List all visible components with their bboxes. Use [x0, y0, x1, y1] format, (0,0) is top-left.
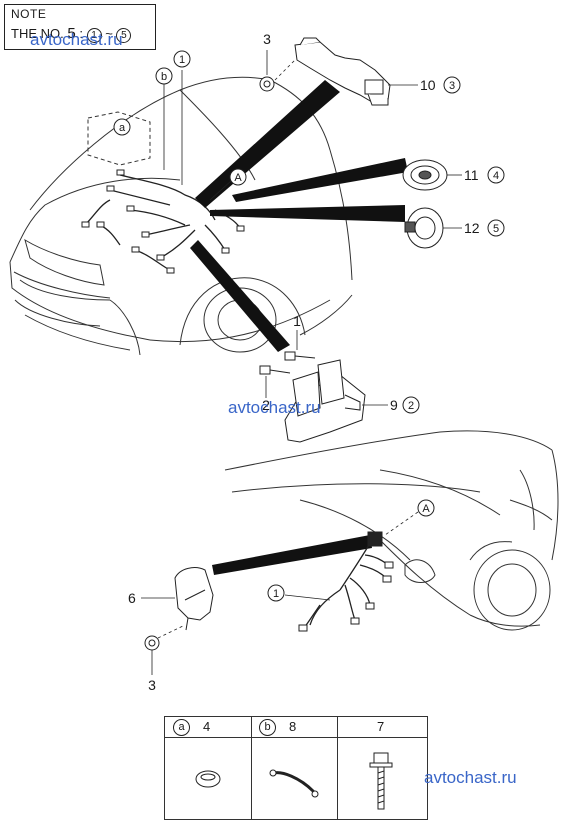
callout-10-ref-circle: [443, 76, 461, 94]
parts-legend-table: a 4 b 8 7: [164, 716, 428, 820]
callout-A-bot-circle: [417, 499, 435, 517]
callout-10: 10: [420, 77, 436, 93]
note-title: NOTE: [11, 7, 47, 21]
callout-9: 9: [390, 397, 398, 413]
bottom-car-outline: [224, 430, 559, 631]
callout-3-top: 3: [263, 31, 271, 47]
watermark-bottom: avtochast.ru: [424, 768, 517, 787]
legend-col2-num: 8: [289, 719, 297, 734]
callout-a: a: [119, 122, 126, 134]
leader-A-top: [209, 179, 233, 201]
callout-A-bot: A: [422, 503, 430, 515]
callout-1-top-circle: [173, 50, 191, 68]
legend-col-1: a 4: [165, 717, 252, 819]
callout-1-bot: 1: [273, 588, 279, 600]
callout-9-ref: 2: [408, 400, 414, 412]
legend-header: [165, 717, 427, 738]
note-tilde: ~: [105, 26, 113, 41]
leader-bands-top: [190, 80, 408, 352]
callout-6: 6: [128, 590, 136, 606]
part-1-bolt-mid: [284, 351, 316, 361]
legend-col1-ref: a: [173, 719, 190, 736]
leader-3-bot-dash: [157, 624, 186, 639]
top-harness-connectors: [81, 169, 245, 274]
note-digit: 5: [67, 25, 76, 42]
grommet-icon: [195, 770, 221, 788]
callout-2-mid: 2: [262, 397, 270, 413]
watermark-top: avtochast.ru: [30, 30, 123, 49]
note-range-from: 1: [86, 28, 102, 43]
callout-12-ref-circle: [487, 219, 505, 237]
callout-b-circle: [155, 67, 173, 85]
callout-1-bot-circle: [267, 584, 285, 602]
callout-11: 11: [464, 167, 479, 183]
part-3-nut-top: [259, 76, 275, 92]
part-3-nut-bottom: [144, 635, 160, 651]
callout-A-top: A: [234, 172, 242, 184]
legend-col2-ref: b: [259, 719, 276, 736]
note-range-to: 5: [116, 28, 132, 43]
callout-3-bot: 3: [148, 677, 156, 693]
note-line: THE NO. 5 : 1 ~ 5: [11, 25, 132, 43]
watermark-mid: avtochast.ru: [228, 398, 321, 417]
part-9-bracket: [284, 359, 366, 443]
callout-11-ref: 4: [493, 170, 499, 182]
note-colon: :: [79, 26, 83, 41]
bolt-icon: [369, 752, 393, 810]
legend-col-2: b 8: [251, 717, 338, 819]
strap-icon: [269, 769, 319, 798]
callout-10-ref: 3: [449, 80, 455, 92]
leader-band-bottom: [212, 535, 372, 575]
part-6-bracket: [174, 567, 214, 631]
leader-3-top-dash: [274, 59, 296, 81]
leader-A-bot: [384, 511, 419, 536]
top-car-outline: [9, 76, 353, 356]
legend-col3-num: 7: [377, 719, 385, 734]
callout-A-top-circle: [229, 168, 247, 186]
note-box: NOTE THE NO. 5 : 1 ~ 5: [4, 4, 156, 50]
callout-9-ref-circle: [402, 396, 420, 414]
callout-1-mid: 1: [293, 313, 301, 329]
legend-col1-num: 4: [203, 719, 211, 734]
legend-col-3: 7: [337, 717, 427, 819]
part-10-bracket: [294, 37, 391, 106]
callout-b: b: [161, 71, 167, 83]
part-11-speaker: [402, 159, 448, 191]
part-12-horn: [404, 207, 444, 249]
callout-12: 12: [464, 220, 480, 236]
leader-1-bot: [284, 594, 331, 601]
callout-12-ref: 5: [493, 223, 499, 235]
callout-1-top: 1: [179, 54, 185, 66]
bottom-harness-connectors: [298, 531, 394, 632]
callout-a-circle: [113, 118, 131, 136]
part-2-bolt-mid: [259, 365, 291, 375]
callout-11-ref-circle: [487, 166, 505, 184]
note-prefix: THE NO.: [11, 26, 64, 41]
